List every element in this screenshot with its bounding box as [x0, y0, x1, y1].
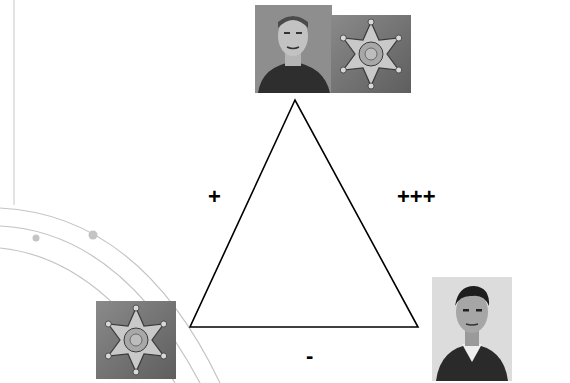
mugshot-photo	[432, 277, 512, 381]
edge-sign: +	[208, 186, 221, 208]
sheriff-badge	[96, 301, 176, 379]
relation-triangle	[190, 100, 418, 327]
edge-sign: +++	[397, 186, 436, 208]
sheriff-badge	[331, 15, 411, 93]
edge-sign: -	[306, 345, 313, 367]
decorative-arcs	[0, 0, 220, 383]
officer-photo	[255, 5, 332, 93]
